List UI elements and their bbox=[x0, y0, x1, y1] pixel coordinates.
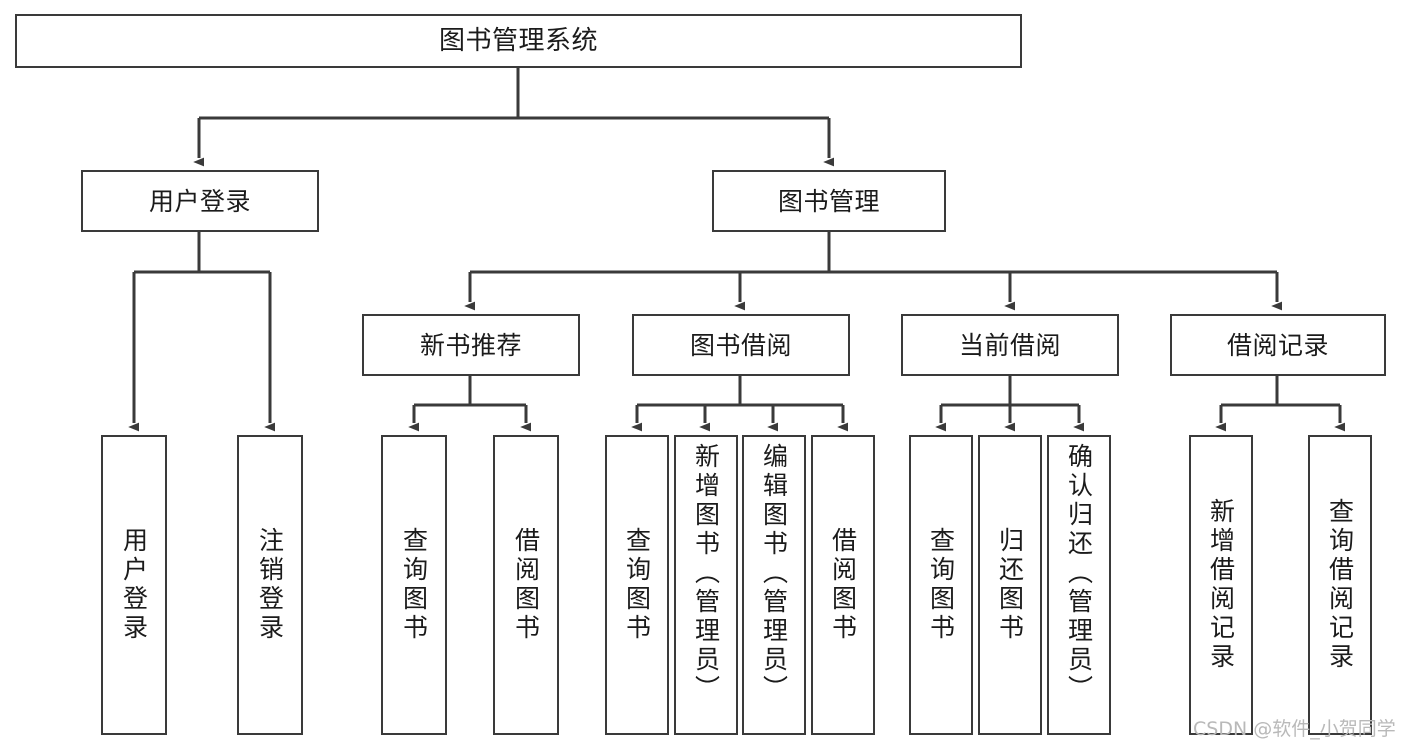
leaf-query-book-2-label: 查询图书 bbox=[622, 527, 652, 643]
leaf-query-book-3-label: 查询图书 bbox=[926, 527, 956, 643]
node-new-book-rec-label: 新书推荐 bbox=[419, 330, 522, 360]
leaf-query-book-1-label: 查询图书 bbox=[399, 527, 429, 643]
leaf-user-logout-label: 注销登录 bbox=[255, 527, 285, 643]
leaf-borrow-book-1[interactable]: 借阅图书 bbox=[493, 435, 559, 735]
leaf-add-book-label: 新增图书（管理员） bbox=[691, 443, 721, 704]
leaf-borrow-book-1-label: 借阅图书 bbox=[511, 527, 541, 643]
node-root[interactable]: 图书管理系统 bbox=[15, 14, 1022, 68]
node-user-login-label: 用户登录 bbox=[148, 186, 251, 216]
node-book-borrow[interactable]: 图书借阅 bbox=[632, 314, 850, 376]
node-new-book-rec[interactable]: 新书推荐 bbox=[362, 314, 580, 376]
leaf-query-book-3[interactable]: 查询图书 bbox=[909, 435, 973, 735]
leaf-user-logout[interactable]: 注销登录 bbox=[237, 435, 303, 735]
node-borrow-record[interactable]: 借阅记录 bbox=[1170, 314, 1386, 376]
leaf-query-record-label: 查询借阅记录 bbox=[1325, 498, 1355, 672]
watermark: CSDN @软件_小贺同学 bbox=[1193, 718, 1396, 740]
node-current-borrow-label: 当前借阅 bbox=[958, 330, 1061, 360]
leaf-add-record[interactable]: 新增借阅记录 bbox=[1189, 435, 1253, 735]
leaf-return-book-label: 归还图书 bbox=[995, 527, 1025, 643]
node-borrow-record-label: 借阅记录 bbox=[1226, 330, 1329, 360]
leaf-confirm-return[interactable]: 确认归还（管理员） bbox=[1047, 435, 1111, 735]
leaf-query-book-2[interactable]: 查询图书 bbox=[605, 435, 669, 735]
leaf-borrow-book-2-label: 借阅图书 bbox=[828, 527, 858, 643]
leaf-add-book[interactable]: 新增图书（管理员） bbox=[674, 435, 738, 735]
node-root-label: 图书管理系统 bbox=[438, 25, 598, 56]
leaf-confirm-return-label: 确认归还（管理员） bbox=[1064, 443, 1094, 704]
leaf-user-login-label: 用户登录 bbox=[119, 527, 149, 643]
node-user-login[interactable]: 用户登录 bbox=[81, 170, 319, 232]
leaf-edit-book[interactable]: 编辑图书（管理员） bbox=[742, 435, 806, 735]
node-book-manage[interactable]: 图书管理 bbox=[712, 170, 946, 232]
leaf-query-book-1[interactable]: 查询图书 bbox=[381, 435, 447, 735]
leaf-edit-book-label: 编辑图书（管理员） bbox=[759, 443, 789, 704]
node-current-borrow[interactable]: 当前借阅 bbox=[901, 314, 1119, 376]
leaf-user-login[interactable]: 用户登录 bbox=[101, 435, 167, 735]
leaf-query-record[interactable]: 查询借阅记录 bbox=[1308, 435, 1372, 735]
leaf-return-book[interactable]: 归还图书 bbox=[978, 435, 1042, 735]
leaf-borrow-book-2[interactable]: 借阅图书 bbox=[811, 435, 875, 735]
node-book-manage-label: 图书管理 bbox=[777, 186, 880, 216]
node-book-borrow-label: 图书借阅 bbox=[689, 330, 792, 360]
leaf-add-record-label: 新增借阅记录 bbox=[1206, 498, 1236, 672]
